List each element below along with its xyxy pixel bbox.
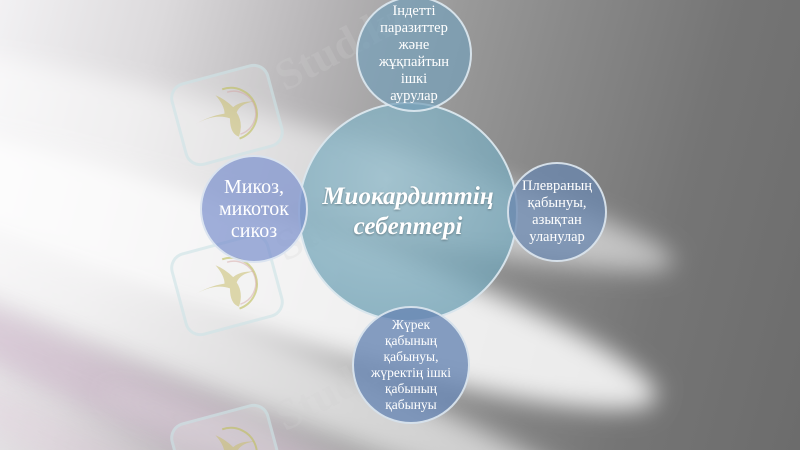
hummingbird-logo-icon <box>166 60 288 170</box>
center-circle: Миокардиттің себептері <box>298 102 518 322</box>
node-right-text: Плевраның қабынуы, азықтан уланулар <box>522 178 592 245</box>
node-top-text: Індетті паразиттер және жұқпайтын ішкі а… <box>378 3 450 104</box>
center-title: Миокардиттің себептері <box>322 183 494 240</box>
node-top: Індетті паразиттер және жұқпайтын ішкі а… <box>356 0 472 112</box>
hummingbird-logo-icon <box>166 400 288 450</box>
node-bottom-text: Жүрек қабының қабынуы, жүректің ішкі қаб… <box>371 317 451 412</box>
node-left: Микоз, микоток сикоз <box>200 155 308 263</box>
node-bottom: Жүрек қабының қабынуы, жүректің ішкі қаб… <box>352 306 470 424</box>
node-right: Плевраның қабынуы, азықтан уланулар <box>507 162 607 262</box>
node-left-text: Микоз, микоток сикоз <box>219 176 289 242</box>
